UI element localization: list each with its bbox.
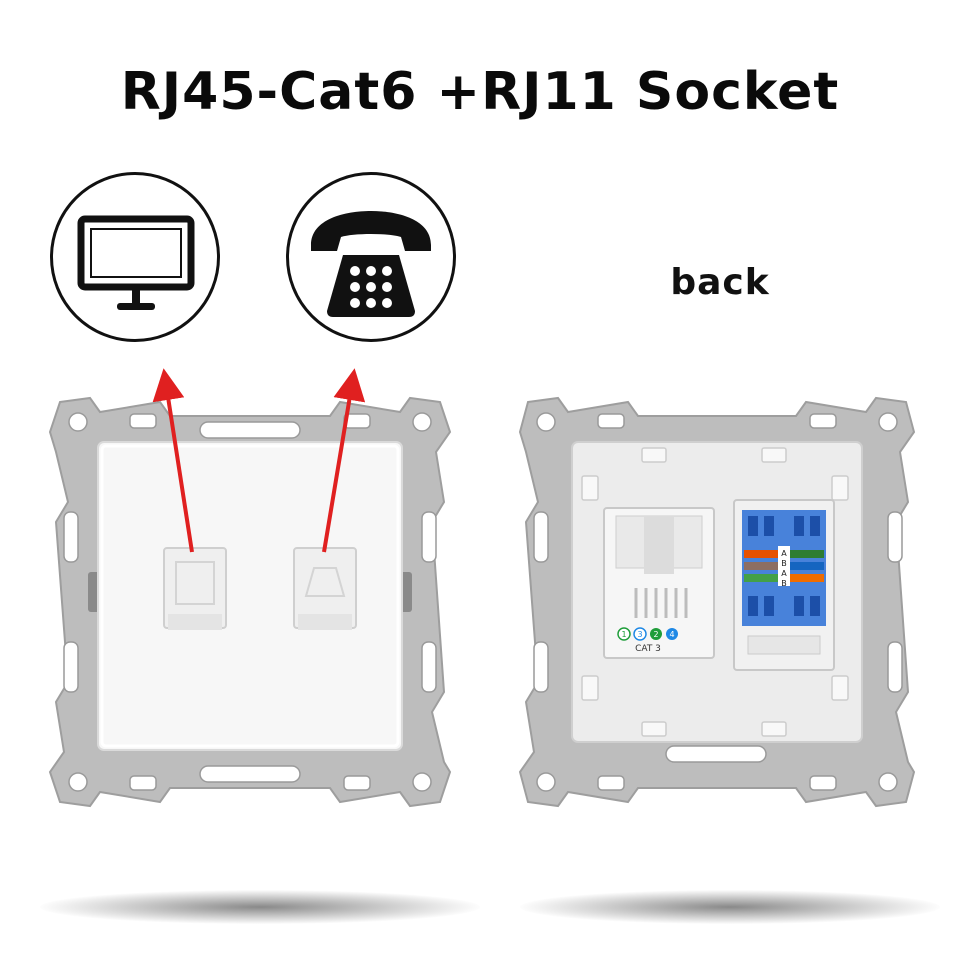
monitor-icon bbox=[77, 215, 195, 310]
rj45-keystone: A B A B bbox=[733, 499, 835, 671]
back-label: back bbox=[670, 262, 770, 303]
monitor-icon-circle bbox=[50, 172, 220, 342]
rj45-arrow bbox=[152, 368, 194, 553]
terminal-number: 2 bbox=[653, 630, 658, 639]
wiring-label: B bbox=[781, 579, 787, 588]
terminal-number: 4 bbox=[669, 630, 674, 639]
front-shadow bbox=[40, 890, 480, 924]
terminal-number: 1 bbox=[621, 630, 626, 639]
wiring-label: A bbox=[781, 549, 787, 558]
wiring-label: B bbox=[781, 559, 787, 568]
front-plate bbox=[97, 441, 403, 751]
rj11-arrow bbox=[322, 368, 366, 553]
telephone-icon-circle bbox=[286, 172, 456, 342]
terminal-number: 3 bbox=[637, 630, 642, 639]
cat3-label: CAT 3 bbox=[635, 644, 661, 654]
page-title: RJ45-Cat6 +RJ11 Socket bbox=[120, 62, 840, 122]
telephone-icon bbox=[311, 211, 431, 317]
back-shadow bbox=[520, 890, 940, 924]
rj11-module: 1 3 2 4 CAT 3 bbox=[603, 507, 715, 659]
rj45-port bbox=[163, 547, 227, 630]
wiring-label: A bbox=[781, 569, 787, 578]
back-socket: 1 3 2 4 CAT 3 A B A B bbox=[518, 396, 916, 808]
